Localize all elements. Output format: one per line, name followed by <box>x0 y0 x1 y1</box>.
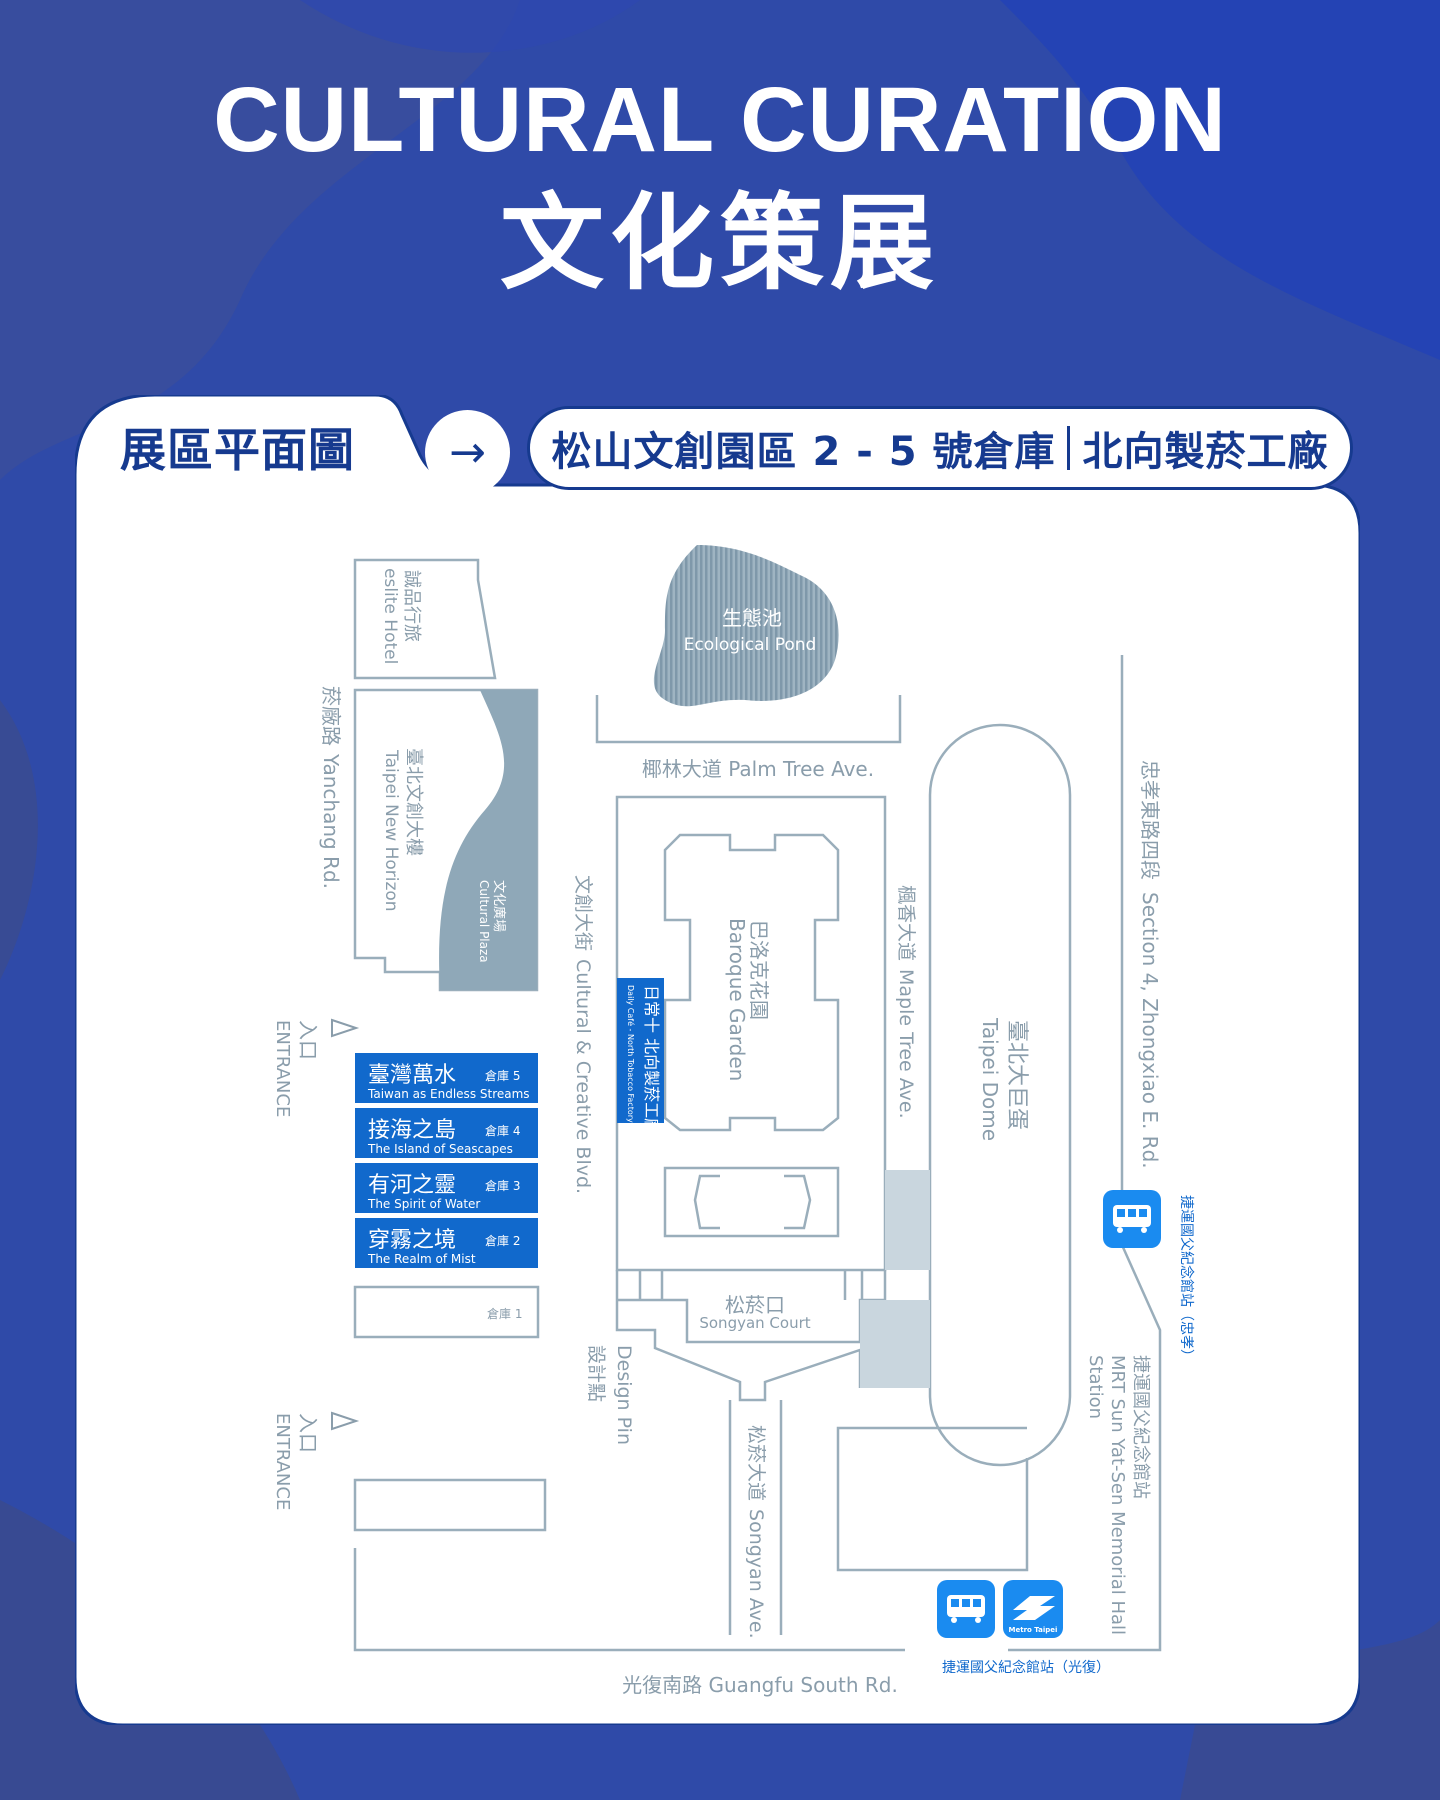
warehouse-3-zh: 有河之靈 <box>368 1173 456 1198</box>
warehouse-list <box>355 1053 538 1268</box>
warehouse-3 <box>355 1163 538 1213</box>
map-card <box>75 395 1360 1725</box>
warehouse-2-zh: 穿霧之境 <box>368 1228 456 1253</box>
entrance-2-zh: 入口 <box>296 1413 320 1453</box>
bottom-left-building <box>353 1478 547 1532</box>
daily-cafe-en: Daily Café - North Tobacco Factory <box>626 985 636 1123</box>
connector-lower <box>860 1300 930 1388</box>
pond-zh: 生態池 <box>722 606 782 630</box>
cultural-creative-blvd: 文創大街Cultural & Creative Blvd. <box>572 875 594 1194</box>
warehouse-5-no: 倉庫 5 <box>485 1068 520 1083</box>
maple-tree-ave: 楓香大道Maple Tree Ave. <box>895 885 917 1119</box>
bus-icon <box>937 1580 995 1638</box>
plaza-zh: 文化廣場 <box>491 880 506 932</box>
warehouse-5-en: Taiwan as Endless Streams <box>367 1087 530 1101</box>
eslite-hotel-building <box>353 558 497 680</box>
daily-cafe-sign <box>617 978 664 1123</box>
horizon-en: Taipei New Horizon <box>381 749 401 912</box>
warehouse-4-en: The Island of Seascapes <box>367 1142 513 1156</box>
warehouse-2 <box>355 1218 538 1268</box>
palm-tree-ave: 椰林大道 Palm Tree Ave. <box>642 757 874 781</box>
pond-wall <box>595 695 902 744</box>
ecological-pond <box>653 545 839 707</box>
location-pill: 松山文創園區 2 - 5 號倉庫 北向製菸工廠 <box>527 406 1353 490</box>
songyan-court-building <box>615 1270 887 1402</box>
mrt-station-zh: 捷運國父紀念館站 <box>1130 1355 1152 1499</box>
design-pin-en: Design Pin <box>613 1345 635 1445</box>
mrt-station-en2: Station <box>1085 1355 1106 1419</box>
location-name: 松山文創園區 2 - 5 號倉庫 <box>551 429 1056 475</box>
warehouse-1 <box>353 1285 540 1339</box>
mrt-zhongxiao-label: 捷運國父紀念館站（忠孝） <box>1178 1195 1195 1363</box>
dome-en: Taipei Dome <box>978 1017 1002 1141</box>
songyan-court-zh: 松菸口 <box>725 1293 785 1317</box>
entrance-1-en: ENTRANCE <box>272 1020 293 1117</box>
entrance-triangle-icon <box>331 1018 360 1038</box>
right-arrow-icon: → <box>425 410 510 495</box>
warehouse-4-zh: 接海之島 <box>368 1118 456 1143</box>
warehouse-5-zh: 臺灣萬水 <box>368 1063 456 1088</box>
daily-cafe-zh: 日常十 北向製菸工廠 <box>642 985 661 1134</box>
baroque-en: Baroque Garden <box>725 918 749 1081</box>
location-venue: 北向製菸工廠 <box>1082 429 1329 475</box>
pond-en: Ecological Pond <box>684 635 817 655</box>
metro-taipei-logo-icon: Metro Taipei <box>1003 1580 1063 1638</box>
entrance-1-zh: 入口 <box>296 1020 320 1060</box>
guangfu-south-rd: 光復南路 Guangfu South Rd. <box>622 1673 898 1697</box>
location-divider <box>1067 426 1071 470</box>
yanchang-rd: 菸廠路Yanchang Rd. <box>319 686 343 889</box>
connector-upper <box>885 1170 930 1270</box>
horizon-zh: 臺北文創大樓 <box>403 748 424 856</box>
entrance-2-en: ENTRANCE <box>272 1413 293 1510</box>
design-pin: 設計點 <box>585 1345 607 1402</box>
songyan-court-en: Songyan Court <box>699 1314 810 1332</box>
warehouse-2-no: 倉庫 2 <box>485 1233 520 1248</box>
warehouse-3-en: The Spirit of Water <box>367 1197 480 1211</box>
baroque-garden <box>663 833 840 1132</box>
cultural-plaza <box>439 690 537 990</box>
eslite-zh: 誠品行旅 <box>401 570 422 642</box>
title-english: CULTURAL CURATION <box>213 69 1227 171</box>
warehouse-3-no: 倉庫 3 <box>485 1178 520 1193</box>
taipei-dome-outline <box>928 723 1072 1467</box>
lower-garden <box>663 1166 840 1238</box>
dome-zh: 臺北大巨蛋 <box>1004 1020 1029 1130</box>
warehouse-2-en: The Realm of Mist <box>367 1252 476 1266</box>
zhongxiao-rd: 忠孝東路四段Section 4, Zhongxiao E. Rd. <box>1138 760 1162 1169</box>
floor-plan-label: 展區平面圖 <box>120 423 355 477</box>
mrt-guangfu-label: 捷運國父紀念館站（光復） <box>942 1659 1110 1676</box>
eslite-en: eslite Hotel <box>380 568 400 664</box>
bus-icon <box>1103 1190 1161 1248</box>
songyan-ave: 松菸大道Songyan Ave. <box>745 1425 767 1639</box>
warehouse-1-label: 倉庫 1 <box>487 1306 522 1321</box>
mrt-station-en1: MRT Sun Yat-Sen Memorial Hall <box>1107 1355 1128 1635</box>
plaza-en: Cultural Plaza <box>477 880 491 963</box>
title-chinese: 文化策展 <box>499 182 940 304</box>
entrance-triangle-icon <box>331 1411 360 1431</box>
baroque-zh: 巴洛克花園 <box>747 920 771 1020</box>
warehouse-4-no: 倉庫 4 <box>485 1123 520 1138</box>
warehouse-5 <box>355 1053 538 1103</box>
warehouse-4 <box>355 1108 538 1158</box>
svg-text:Metro Taipei: Metro Taipei <box>1009 1626 1058 1634</box>
